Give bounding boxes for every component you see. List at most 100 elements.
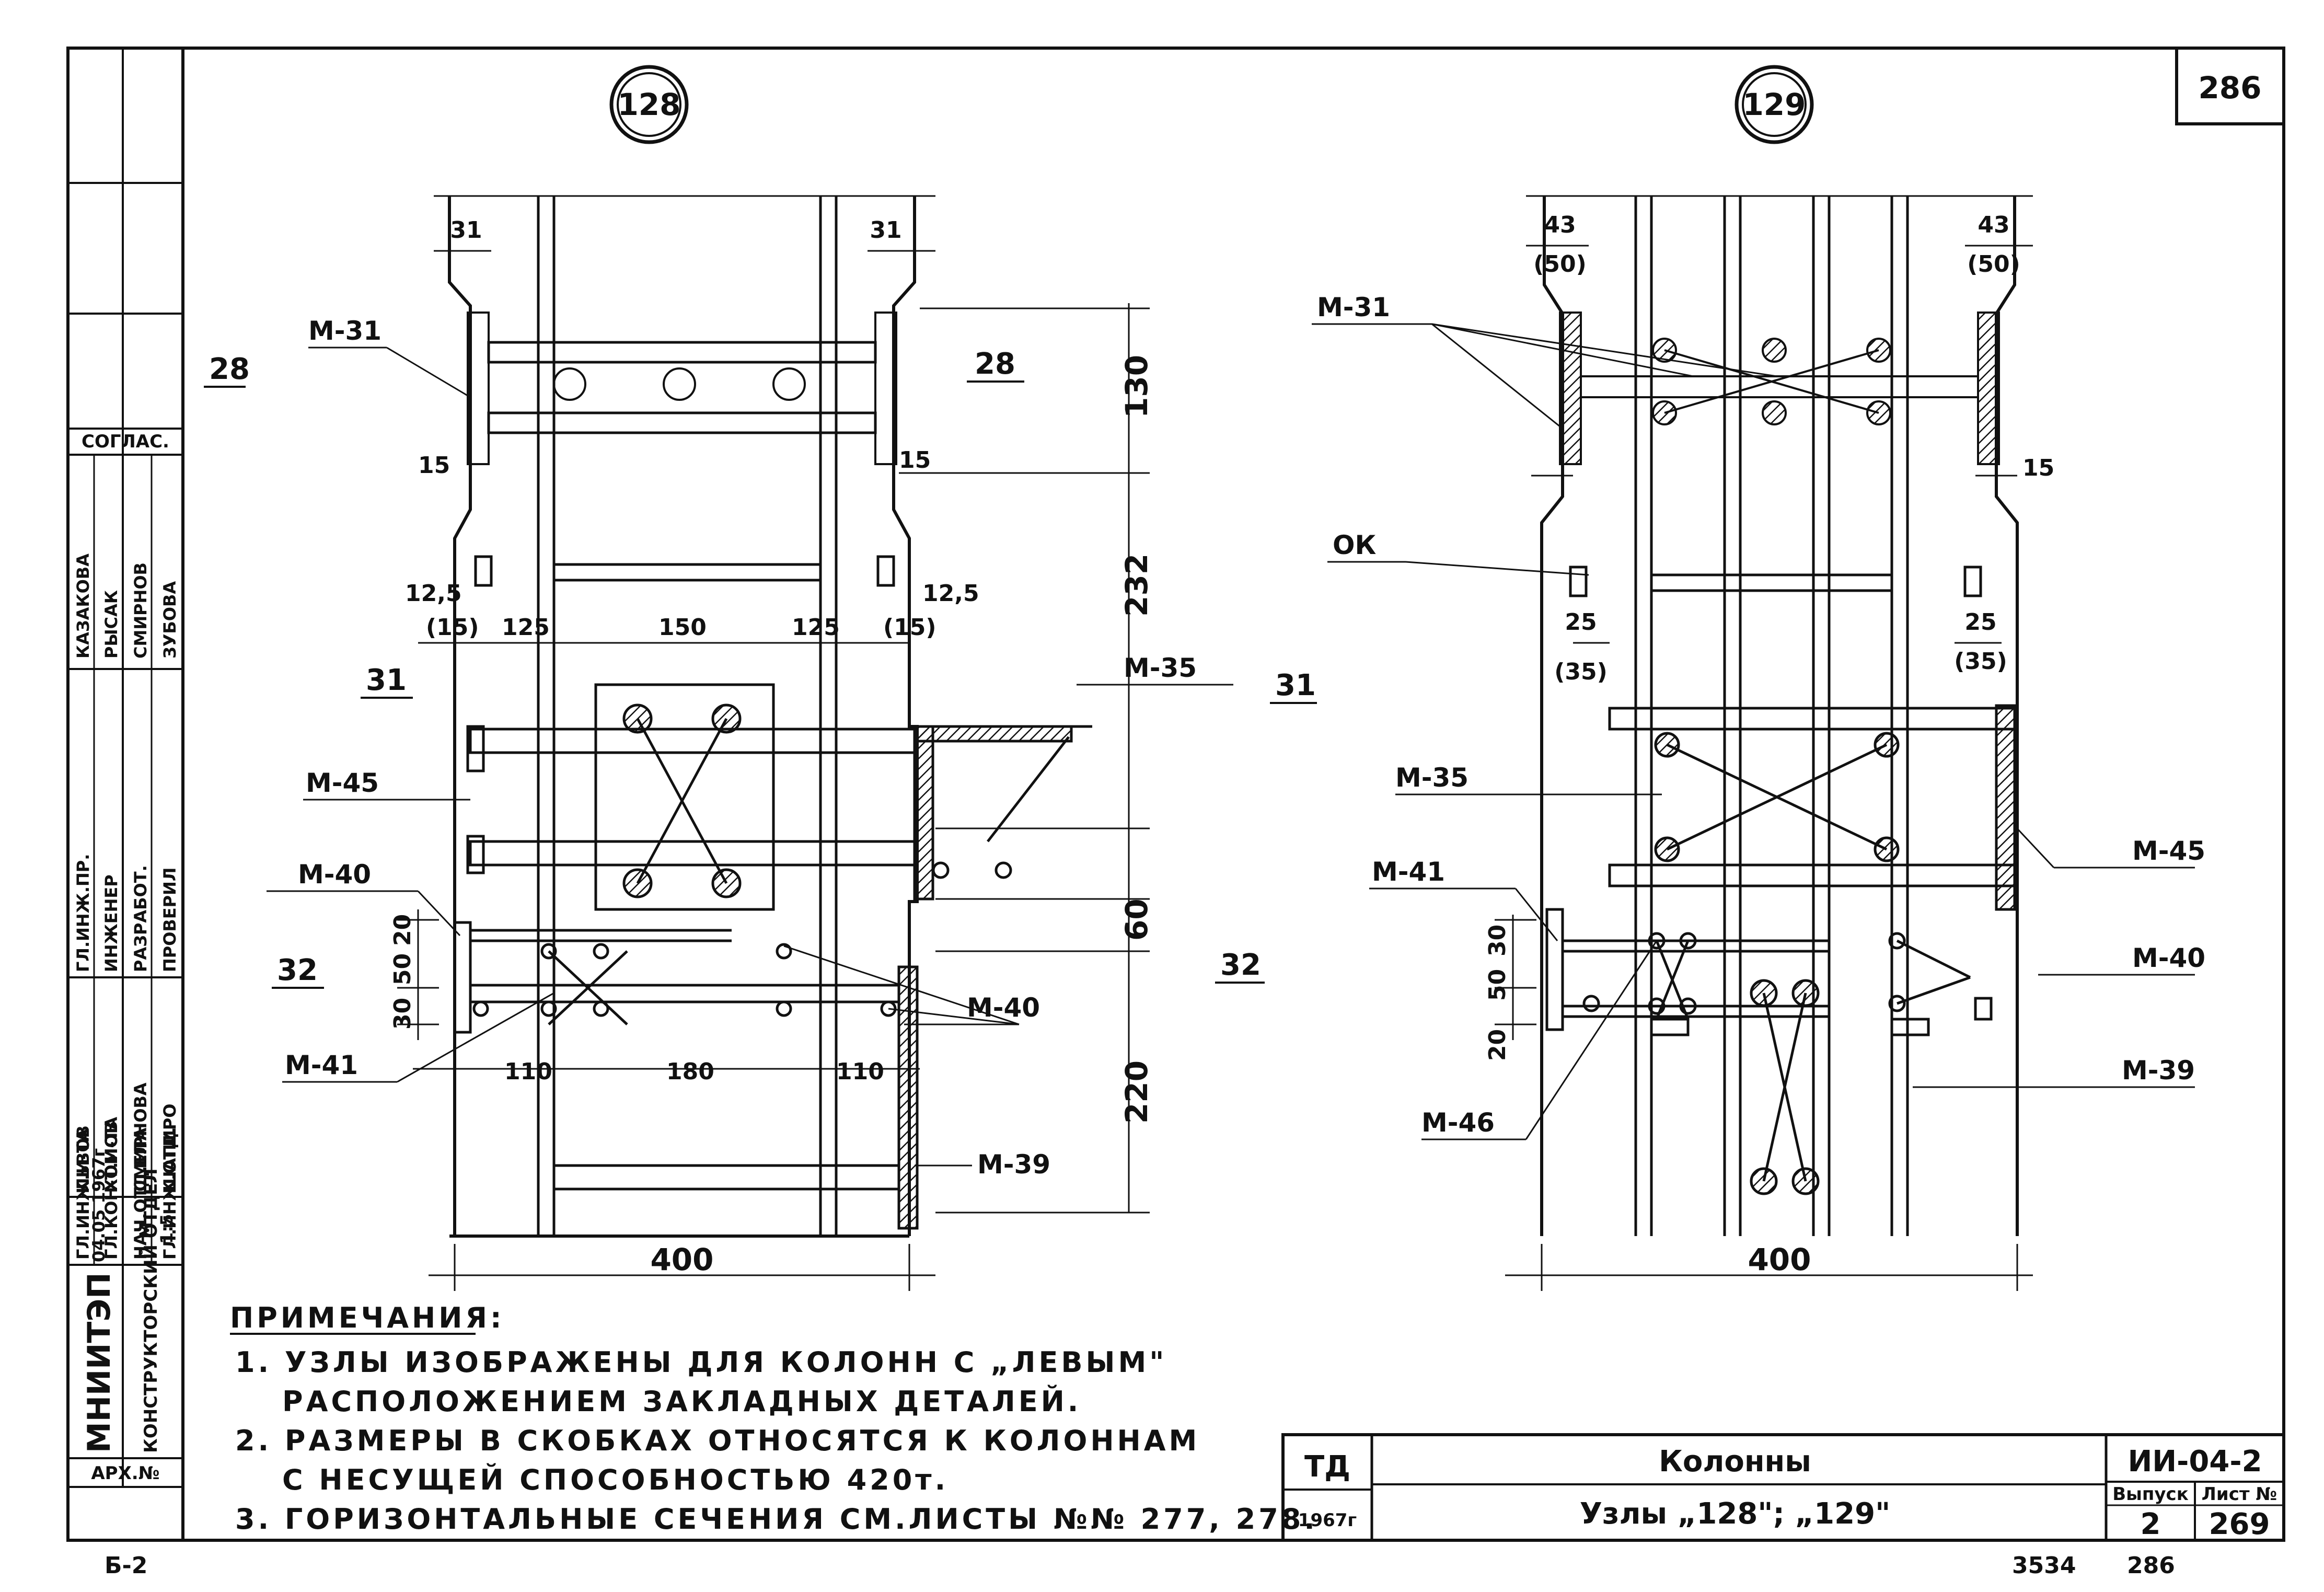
dim-125-a: 125	[502, 614, 550, 641]
stirrups	[1569, 566, 1982, 597]
dim-20: 20	[1484, 1029, 1511, 1061]
dim-35-right: (35)	[1954, 648, 2007, 675]
stamp-org-name: МНИИТЭП	[81, 1272, 118, 1453]
dim-30: 30	[1484, 925, 1511, 956]
stamp-dept: КОНСТРУКТОРСКИЙ ОТДЕЛ	[140, 1168, 161, 1453]
bracket-m35	[1608, 704, 2019, 911]
dim-50-bracket-right: (50)	[1967, 251, 2020, 278]
agreed-name-1: КАЗАКОВА	[73, 553, 93, 659]
section-31-left: 31	[366, 663, 407, 697]
stamp-name-5: ХОМОВ	[101, 1121, 121, 1192]
footer-page: 286	[2127, 1552, 2175, 1579]
dim-30-left: 30	[389, 998, 416, 1030]
dim-25-right: 25	[1964, 609, 1996, 636]
bracket-m35	[466, 683, 1092, 911]
label-m41: М-41	[1372, 857, 1445, 887]
stamp-role-0: ГЛ.ИНЖ.И-ТА	[73, 1128, 93, 1260]
stamp-role-5: ИНЖЕНЕР	[101, 874, 121, 972]
leader-lines	[267, 347, 1233, 1167]
label-ok: ОК	[1333, 530, 1377, 560]
dim-12-5-left: 12,5	[405, 580, 462, 607]
dim-15-left: 15	[418, 452, 450, 479]
dim-125-b: 125	[792, 614, 840, 641]
label-m45: М-45	[306, 768, 379, 798]
dimension-lines	[397, 250, 1150, 1291]
dim-35-left: (35)	[1554, 659, 1607, 685]
section-marks	[204, 380, 1317, 989]
footer-code: 3534	[2012, 1552, 2076, 1579]
plate-m31	[467, 312, 897, 465]
dim-15-bracket-right: (15)	[883, 614, 936, 641]
stamp-role-1: ГЛ.КОН-Т.И-ТА	[101, 1117, 121, 1260]
stamp-name-6: СМИРНОВА	[131, 1082, 151, 1192]
stamp-name-4: ЛЬВОВ	[73, 1125, 93, 1192]
label-m31: М-31	[1317, 292, 1390, 322]
dim-130: 130	[1119, 355, 1154, 418]
lower-plates	[1545, 908, 1993, 1195]
section-28-left: 28	[209, 352, 250, 386]
dim-20-left: 20	[389, 914, 416, 946]
agreed-name-4: ЗУБОВА	[160, 581, 180, 659]
agreed-name-2: РЫСАК	[101, 590, 121, 659]
vertical-rebars	[537, 196, 838, 1236]
title-block-issue: 2	[2141, 1507, 2161, 1541]
stamp-role-4: ГЛ.ИНЖ.ПР.	[73, 854, 93, 972]
section-32-right: 32	[1220, 948, 1261, 982]
dim-15-bracket-left: (15)	[426, 614, 479, 641]
section-32-left: 32	[277, 953, 318, 987]
label-m45: М-45	[2132, 836, 2205, 866]
dim-232: 232	[1119, 553, 1154, 617]
title-block-org: ТД	[1304, 1450, 1350, 1484]
dim-60: 60	[1119, 898, 1154, 941]
stamp-role-3: ГЛ.ИНЖ.ОТД.	[160, 1127, 180, 1260]
agreed-label: СОГЛАС.	[82, 431, 169, 452]
section-28-right: 28	[975, 347, 1015, 381]
label-m40: М-40	[2132, 943, 2205, 973]
dim-150: 150	[658, 614, 707, 641]
title-block-sheet-label: Лист №	[2202, 1484, 2277, 1505]
label-m46: М-46	[1421, 1108, 1495, 1138]
lower-plates	[453, 921, 919, 1230]
stamp-name-7: ШАПИРО	[160, 1103, 180, 1192]
dim-400: 400	[1748, 1242, 1811, 1277]
note-2: 2. РАЗМЕРЫ В СКОБКАХ ОТНОСЯТСЯ К КОЛОННА…	[235, 1424, 1200, 1457]
footer-left-mark: Б-2	[105, 1552, 147, 1579]
dim-50-bracket-left: (50)	[1533, 251, 1586, 278]
stamp-role-2: НАЧ.ОТД.ЕЛА	[131, 1127, 151, 1260]
dim-50-left: 50	[389, 953, 416, 985]
dim-220: 220	[1119, 1060, 1154, 1124]
section-31-right: 31	[1275, 668, 1316, 702]
plate-m31	[1559, 312, 2000, 465]
notes-title: ПРИМЕЧАНИЯ:	[230, 1301, 505, 1334]
dim-25-left: 25	[1565, 609, 1597, 636]
title-block-series: ИИ-04-2	[2128, 1445, 2262, 1479]
agreed-name-3: СМИРНОВ	[131, 562, 151, 659]
dim-31-left: 31	[450, 217, 482, 244]
dim-110-a: 110	[504, 1058, 552, 1085]
label-m31: М-31	[308, 316, 381, 346]
note-1: 1. УЗЛЫ ИЗОБРАЖЕНЫ ДЛЯ КОЛОНН С „ЛЕВЫМ"	[235, 1346, 1167, 1379]
stamp-role-6: РАЗРАБОТ.	[131, 865, 151, 972]
stirrups	[474, 555, 895, 587]
page-number: 286	[2198, 70, 2261, 106]
title-block-subtitle: Узлы „128"; „129"	[1580, 1497, 1891, 1531]
dim-15-right: 15	[899, 447, 931, 474]
dim-43-left: 43	[1544, 212, 1576, 238]
stamp-scale-label: М	[136, 1222, 156, 1239]
leader-lines	[1312, 323, 2195, 1140]
label-m39: М-39	[977, 1149, 1050, 1180]
label-m41: М-41	[285, 1050, 358, 1080]
stamp-scale: 1:5	[157, 1214, 177, 1244]
dim-12-5-right: 12,5	[922, 580, 979, 607]
note-1-cont: РАСПОЛОЖЕНИЕМ ЗАКЛАДНЫХ ДЕТАЛЕЙ.	[282, 1385, 1081, 1418]
title-block-issue-label: Выпуск	[2112, 1484, 2189, 1505]
dim-50: 50	[1484, 969, 1511, 1001]
note-2-cont: С НЕСУЩЕЙ СПОСОБНОСТЬЮ 420т.	[282, 1463, 949, 1496]
node-128: 128	[204, 65, 1317, 1291]
node-number: 129	[1742, 87, 1806, 122]
title-block-title: Колонны	[1659, 1445, 1811, 1479]
stamp-arch-no: АРХ.№	[91, 1463, 159, 1484]
title-block-year: 1967г	[1298, 1510, 1357, 1531]
label-m35: М-35	[1395, 763, 1469, 793]
